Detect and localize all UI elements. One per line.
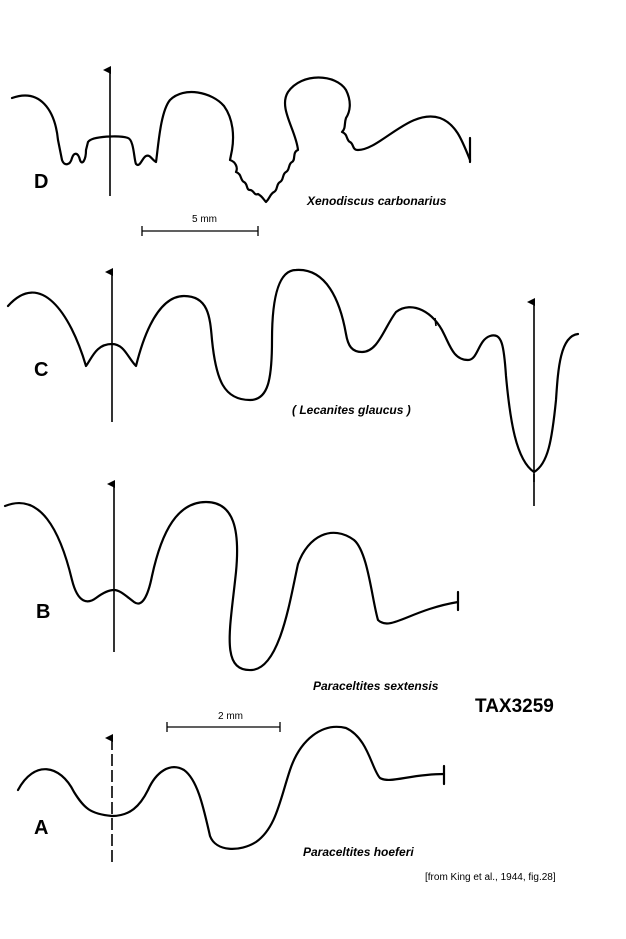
figure-source: [from King et al., 1944, fig.28] [425,872,556,883]
suture-letter-b: B [36,601,50,623]
species-name-b: Paraceltites sextensis [313,679,439,693]
suture-line-c [6,268,580,474]
scale-bar-2mm: 2 mm [166,711,281,732]
suture-line-b [3,500,460,672]
suture-b-group: B Paraceltites sextensis [3,480,460,693]
suture-line-d [10,76,472,204]
suture-line-a [16,725,446,850]
figure-code: TAX3259 [475,696,554,717]
species-name-a: Paraceltites hoeferi [303,845,414,859]
lobe-mark-c [434,317,437,327]
suture-a-group: A Paraceltites hoeferi [16,725,446,862]
suture-d-group: D Xenodiscus carbonarius [10,66,472,208]
scale-bar-label-2mm: 2 mm [218,711,243,722]
suture-c-group: C ( Lecanites glaucus ) [6,268,580,506]
suture-letter-c: C [34,359,48,381]
suture-letter-d: D [34,171,48,193]
scale-bar-label-5mm: 5 mm [192,214,217,225]
scale-bar-5mm: 5 mm [141,214,259,236]
species-name-d: Xenodiscus carbonarius [306,194,447,208]
suture-letter-a: A [34,817,48,839]
species-name-c: ( Lecanites glaucus ) [292,403,411,417]
